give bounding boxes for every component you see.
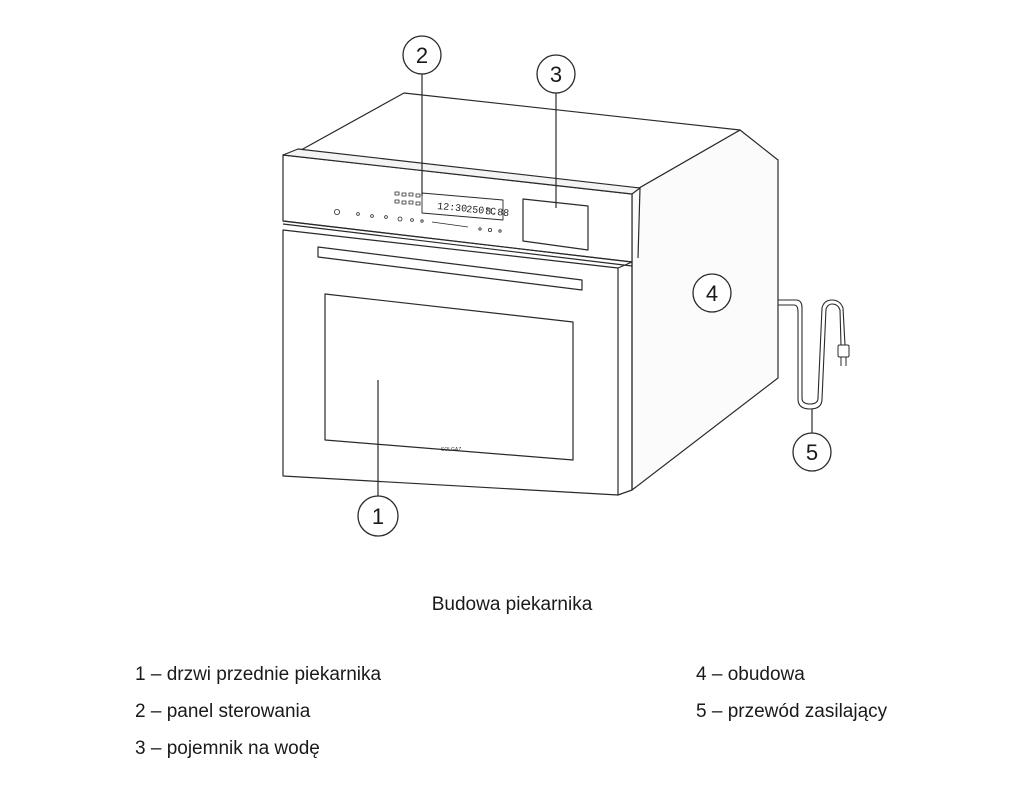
legend-item-3: 3 – pojemnik na wodę bbox=[135, 738, 320, 759]
power-cord bbox=[778, 299, 846, 405]
callout-circle-5 bbox=[792, 432, 832, 472]
door-handle bbox=[317, 246, 583, 291]
brand-logo: SOLGAZ bbox=[441, 447, 461, 453]
oven-diagram: 12:30 250°C 8.88 SOLGAZ 1 2 3 4 5 bbox=[282, 35, 850, 537]
plug-icon bbox=[837, 344, 850, 366]
callout-number-3: 3 bbox=[550, 62, 562, 87]
icon-cluster bbox=[394, 191, 421, 206]
legend-item-2: 2 – panel sterowania bbox=[135, 701, 311, 722]
display-time: 12:30 bbox=[437, 202, 468, 216]
power-cord-outline bbox=[778, 303, 842, 410]
panel-bevel-side bbox=[637, 187, 641, 259]
door-window bbox=[324, 293, 574, 461]
callout-number-1: 1 bbox=[372, 504, 384, 529]
display-extra: 8.88 bbox=[485, 207, 510, 220]
callout-number-2: 2 bbox=[416, 43, 428, 68]
water-tank-window bbox=[522, 198, 589, 251]
callout-circle-4 bbox=[692, 273, 732, 313]
legend-item-5: 5 – przewód zasilający bbox=[696, 701, 888, 722]
diagram-caption: Budowa piekarnika bbox=[431, 594, 593, 615]
callout-number-4: 4 bbox=[706, 281, 718, 306]
panel-bottom-edge-2 bbox=[282, 223, 633, 267]
display-temp: 250°C bbox=[466, 204, 497, 219]
panel-bottom-edge bbox=[282, 220, 633, 263]
display-panel bbox=[421, 192, 504, 221]
legend-item-4: 4 – obudowa bbox=[696, 664, 805, 685]
callout-circle-2 bbox=[402, 35, 442, 75]
callout-number-5: 5 bbox=[806, 440, 818, 465]
door-side-edge bbox=[617, 261, 633, 269]
callout-circle-3 bbox=[536, 54, 576, 94]
legend-item-1: 1 – drzwi przednie piekarnika bbox=[135, 664, 382, 685]
door-side-edge-2 bbox=[617, 489, 633, 496]
callout-circle-1 bbox=[357, 495, 399, 537]
touch-controls bbox=[333, 208, 502, 233]
